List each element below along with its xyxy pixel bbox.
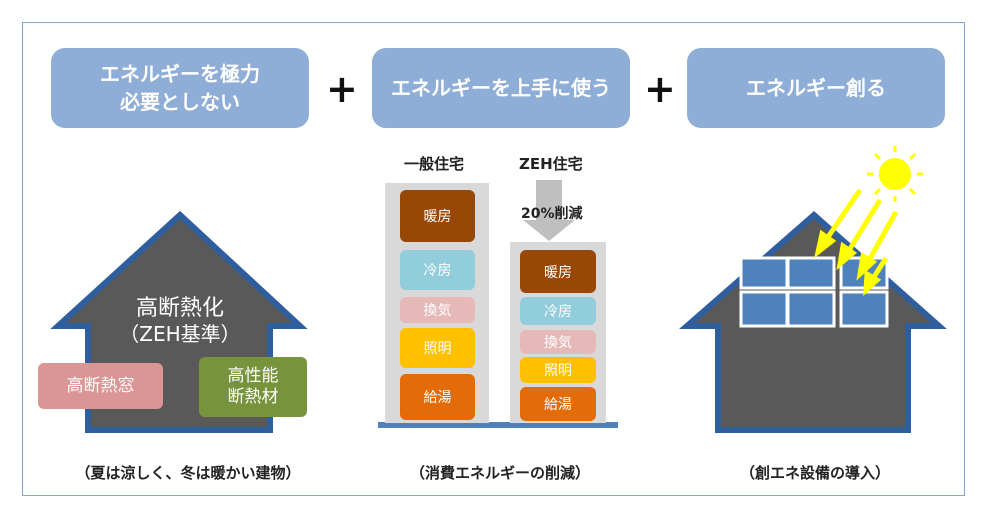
high-performance-insulation-tag: 高性能 断熱材 bbox=[199, 357, 307, 417]
left-caption: （夏は涼しく、冬は暖かい建物） bbox=[75, 464, 301, 482]
right-caption: （創エネ設備の導入） bbox=[739, 464, 890, 482]
zeh-ventilation-block: 換気 bbox=[520, 330, 596, 354]
header-reduce-energy: エネルギーを極力 必要としない bbox=[51, 48, 309, 128]
general-lighting-block: 照明 bbox=[400, 328, 475, 368]
solar-panel-5 bbox=[786, 290, 836, 328]
high-insulation-title: 高断熱化 bbox=[135, 296, 224, 321]
high-insulation-window-tag: 高断熱窓 bbox=[38, 363, 163, 409]
solar-panel-6 bbox=[839, 290, 889, 328]
zeh-heating-block: 暖房 bbox=[520, 250, 596, 293]
zeh-house-label: ZEH住宅 bbox=[519, 155, 583, 173]
comparison-baseline bbox=[378, 422, 618, 428]
general-hot-water-block: 給湯 bbox=[400, 374, 475, 420]
sun-icon bbox=[867, 146, 923, 202]
header-create-energy: エネルギー創る bbox=[687, 48, 945, 128]
general-heating-block: 暖房 bbox=[400, 190, 475, 242]
reduction-label: 20%削減 bbox=[521, 206, 583, 222]
header-use-energy-efficiently: エネルギーを上手に使う bbox=[372, 48, 630, 128]
plus-sign-left: + bbox=[326, 67, 358, 111]
general-ventilation-block: 換気 bbox=[400, 297, 475, 323]
general-cooling-block: 冷房 bbox=[400, 250, 475, 290]
general-house-label: 一般住宅 bbox=[404, 155, 465, 173]
zeh-hot-water-block: 給湯 bbox=[520, 387, 596, 421]
center-caption: （消費エネルギーの削減） bbox=[409, 464, 590, 482]
solar-panel-2 bbox=[786, 256, 836, 290]
zeh-standard-label: （ZEH基準） bbox=[119, 322, 241, 346]
solar-panel-1 bbox=[739, 256, 789, 290]
solar-panels bbox=[739, 256, 889, 328]
sun-ray-arrows bbox=[814, 188, 899, 296]
zeh-lighting-block: 照明 bbox=[520, 357, 596, 383]
zeh-cooling-block: 冷房 bbox=[520, 297, 596, 325]
plus-sign-right: + bbox=[644, 67, 676, 111]
reduction-arrow bbox=[523, 180, 575, 241]
solar-panel-4 bbox=[739, 290, 789, 328]
